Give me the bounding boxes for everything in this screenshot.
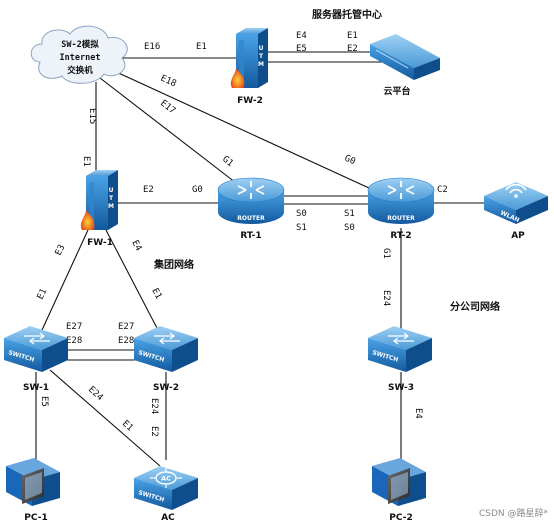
port-label: S0 [344,223,355,233]
ac-switch-icon: AC SWITCH [134,466,198,510]
switch-sw2: SWITCH SW-2 [134,326,198,393]
pc-pc1: PC-1 [6,458,60,523]
svg-text:T: T [109,195,114,202]
port-labels: E16 E1 E4 E5 E1 E2 E18 E17 E15 G1 G0 E1 … [36,31,448,437]
zone-label-branch-network: 分公司网络 [450,300,500,313]
port-label: E2 [347,44,358,54]
server-appliance-icon [370,34,440,80]
device-label-pc1: PC-1 [24,513,47,523]
wlan-icon: WLAN [484,182,548,224]
port-label: E1 [347,31,358,41]
zone-label-service-center: 服务器托管中心 [312,8,382,21]
port-label: E1 [149,287,163,301]
device-label-cloud-platform: 云平台 [383,85,410,97]
cloud-platform-server: 云平台 [370,34,440,97]
cloud-label: Internet [60,53,101,63]
port-label: E4 [413,408,423,419]
access-controller-ac: AC SWITCH AC [134,466,198,523]
svg-text:T: T [259,53,264,60]
port-label: E2 [149,426,159,437]
port-label: E1 [81,156,91,167]
router-icon: ROUTER [217,177,285,224]
svg-text:ROUTER: ROUTER [387,215,415,222]
port-label: E28 [66,336,82,346]
port-label: G1 [220,154,235,169]
port-label: E1 [196,42,207,52]
port-label: E1 [120,419,135,434]
device-label-sw1: SW-1 [23,383,49,393]
port-label: E17 [158,98,177,116]
firewall-fw2: U T M FW-2 [230,28,268,106]
cloud-icon [30,25,128,84]
computer-icon [6,458,60,506]
device-label-sw2: SW-2 [153,383,179,393]
svg-text:M: M [108,203,114,210]
firewall-icon: U T M [230,28,268,88]
device-label-ac: AC [161,513,175,523]
port-label: E5 [39,396,49,407]
port-label: E4 [129,239,143,253]
device-label-fw2: FW-2 [237,96,263,106]
port-label: E15 [87,108,97,124]
link-fw1-sw1 [41,229,89,331]
port-label: G0 [192,185,203,195]
port-label: E4 [296,31,307,41]
links [35,51,484,467]
svg-text:U: U [259,45,264,52]
port-label: C2 [437,185,448,195]
watermark: CSDN @路星辞* [479,507,549,519]
router-icon: ROUTER [367,177,435,224]
port-label: E24 [149,398,159,414]
switch-icon: SWITCH [4,326,68,372]
router-rt1: ROUTER RT-1 [217,177,285,241]
router-rt2: ROUTER RT-2 [367,177,435,241]
port-label: G0 [343,154,357,168]
svg-text:ROUTER: ROUTER [237,215,265,222]
port-label: E5 [296,44,307,54]
device-label-fw1: FW-1 [87,238,113,248]
switch-icon: SWITCH [134,326,198,372]
svg-text:U: U [109,187,114,194]
switch-sw3: SWITCH SW-3 [368,326,432,393]
link-cloud-rt2 [111,69,383,195]
port-label: E16 [144,42,160,52]
port-label: E24 [86,385,105,403]
device-label-rt1: RT-1 [240,231,261,241]
link-cloud-rt1 [99,77,241,187]
port-label: S1 [296,223,307,233]
port-label: E2 [143,185,154,195]
link-sw1-ac [49,369,161,467]
switch-icon: SWITCH [368,326,432,372]
port-label: E28 [118,336,134,346]
device-label-rt2: RT-2 [390,231,411,241]
port-label: S1 [344,209,355,219]
device-label-sw3: SW-3 [388,383,414,393]
device-label-ap: AP [511,231,525,241]
port-label: S0 [296,209,307,219]
firewall-icon: U T M [80,170,118,230]
device-label-pc2: PC-2 [389,513,412,523]
pc-pc2: PC-2 [372,458,426,523]
port-label: E18 [159,74,178,90]
port-label: E27 [118,322,134,332]
zone-label-group-network: 集团网络 [153,258,194,271]
wireless-ap: WLAN AP [484,182,548,241]
port-label: E24 [381,290,391,306]
switch-sw1: SWITCH SW-1 [4,326,68,393]
computer-icon [372,458,426,506]
firewall-fw1: U T M FW-1 [80,170,118,248]
link-fw1-sw2 [105,229,159,331]
cloud-label: 交换机 [67,65,93,76]
internet-cloud: SW-2模拟 Internet 交换机 [30,25,128,84]
svg-text:AC: AC [161,475,171,483]
port-label: E1 [36,287,50,301]
port-label: E27 [66,322,82,332]
port-label: E3 [54,243,68,257]
port-label: G1 [381,248,391,259]
cloud-label: SW-2模拟 [61,39,99,50]
svg-text:M: M [258,61,264,68]
